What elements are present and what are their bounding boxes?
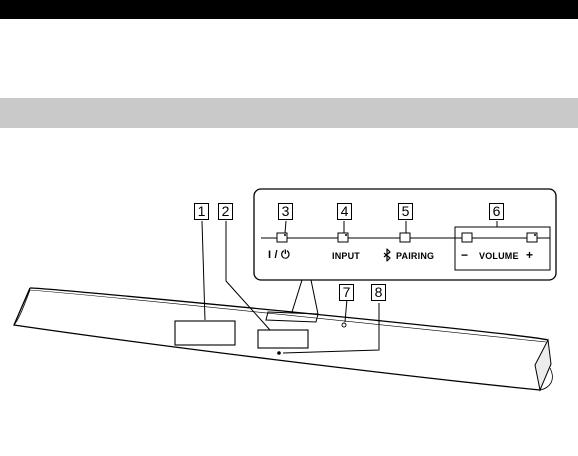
callout-5: 5 (398, 203, 413, 220)
soundbar-front-face (14, 288, 548, 390)
front-display-2 (258, 330, 308, 348)
callout-6: 6 (489, 203, 504, 220)
pairing-touch-button (400, 233, 410, 242)
volume-minus-label: − (461, 248, 468, 262)
soundbar-end-cap (535, 340, 551, 390)
pairing-label: PAIRING (396, 251, 434, 261)
power-label: I / ⏻ (268, 249, 290, 262)
soundbar-top-edge (30, 288, 548, 340)
remote-sensor-8 (277, 351, 281, 355)
volume-minus-touch-button (462, 233, 472, 242)
volume-plus-label: + (526, 248, 533, 262)
volume-label: VOLUME (479, 251, 519, 261)
callout-3: 3 (278, 203, 293, 220)
callout-8: 8 (371, 284, 386, 301)
callout-1: 1 (194, 203, 209, 220)
input-label: INPUT (332, 251, 360, 261)
front-display-1 (175, 321, 235, 345)
callout-7: 7 (339, 284, 354, 301)
callout-4: 4 (337, 203, 352, 220)
callout-2: 2 (218, 203, 233, 220)
led-indicator-7 (342, 323, 346, 327)
tactile-dot-icon (284, 234, 286, 236)
